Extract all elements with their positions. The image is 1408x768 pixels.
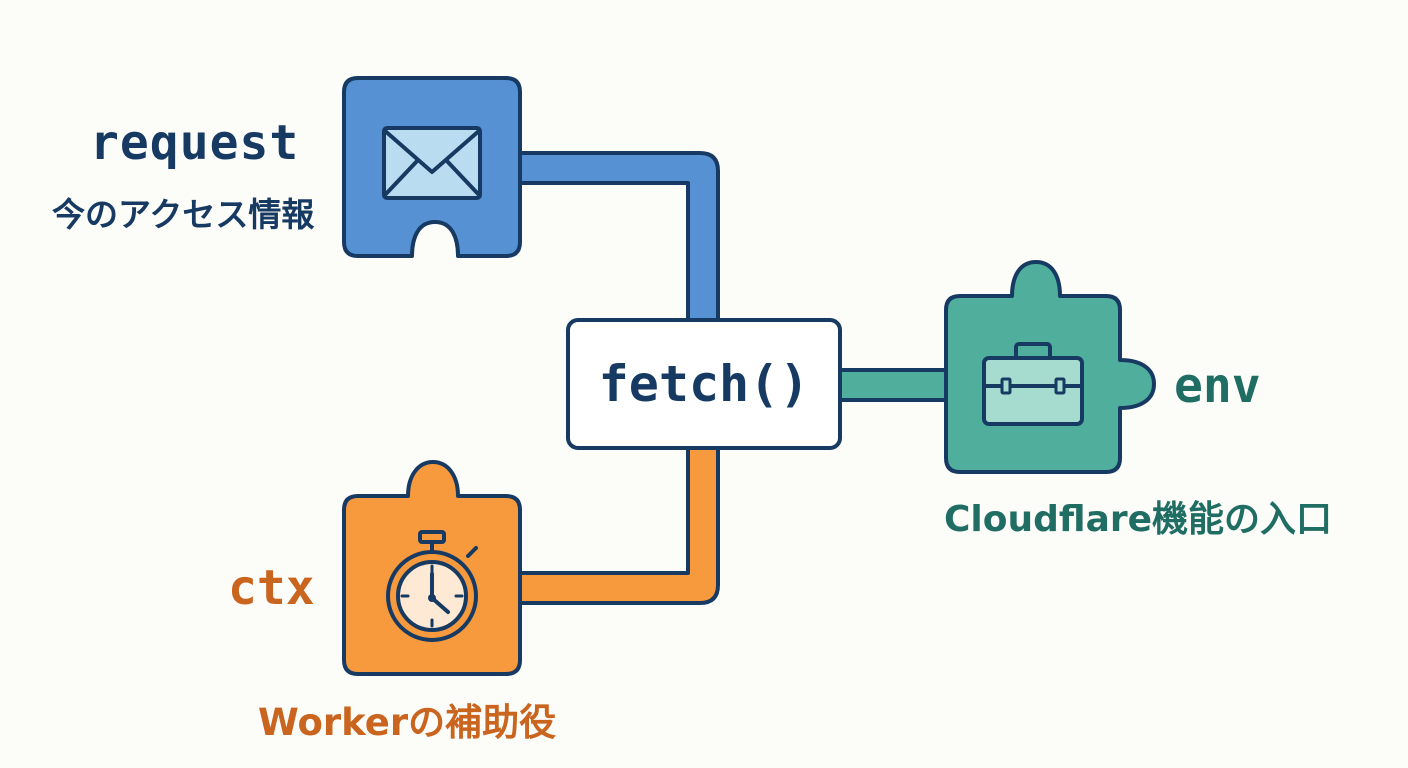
ctx-puzzle-piece xyxy=(342,460,522,676)
request-connector xyxy=(516,151,720,324)
env-puzzle-piece xyxy=(944,260,1156,474)
env-connector xyxy=(836,368,952,402)
request-puzzle-piece xyxy=(342,76,522,258)
stopwatch-icon xyxy=(386,530,478,642)
ctx-connector xyxy=(518,444,720,605)
env-name-label: env xyxy=(1174,358,1261,414)
env-description-label: Cloudflare機能の入口 xyxy=(944,499,1333,540)
toolbox-icon xyxy=(982,342,1084,426)
ctx-name-label: ctx xyxy=(228,560,315,616)
request-name-label: request xyxy=(90,115,300,171)
fetch-label: fetch() xyxy=(598,355,810,413)
envelope-icon xyxy=(382,126,482,200)
ctx-description-label: Workerの補助役 xyxy=(258,701,557,744)
request-description-label: 今のアクセス情報 xyxy=(52,195,315,234)
fetch-box xyxy=(566,318,842,450)
